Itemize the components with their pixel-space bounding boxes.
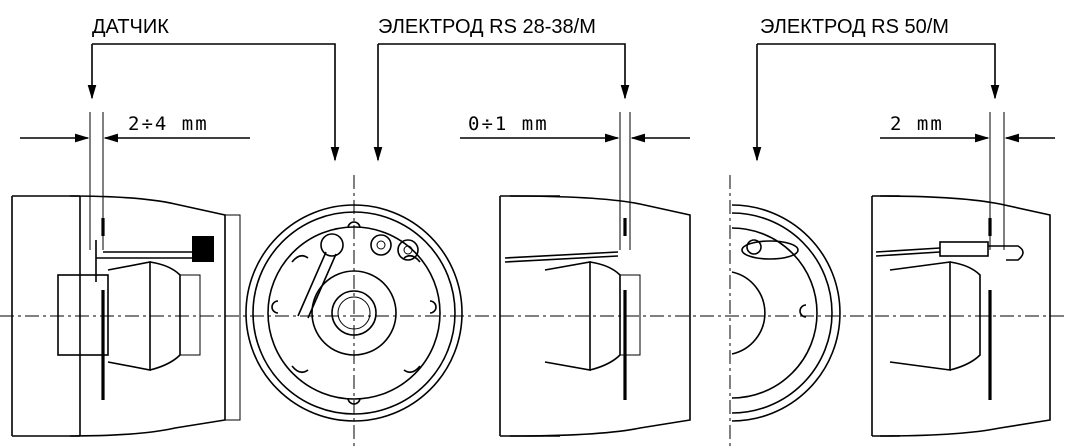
electrode-28-38-label: ЭЛЕКТРОД RS 28-38/M: [378, 16, 596, 38]
sensor-side-view: [11, 195, 241, 437]
electrode-50-leaders: [752, 43, 1000, 162]
electrode-50-dimension: 2 mm: [880, 112, 1055, 250]
sensor-leaders: [87, 43, 340, 162]
electrode-28-38-dimension: 0÷1 mm: [460, 112, 690, 250]
electrode-28-38-side-view: [499, 195, 691, 437]
sensor-label: ДАТЧИК: [92, 16, 169, 38]
sensor-gap-value: 2÷4 mm: [128, 113, 209, 135]
electrode-50-side-view: [871, 195, 1051, 437]
burner-front-view: [245, 175, 463, 447]
sensor-dimension: 2÷4 mm: [20, 112, 250, 250]
electrode-28-38-gap-value: 0÷1 mm: [468, 113, 549, 135]
electrode-28-38-leaders: [373, 43, 630, 162]
electrode-50-label: ЭЛЕКТРОД RS 50/M: [760, 16, 949, 38]
electrode-50-gap-value: 2 mm: [890, 113, 944, 135]
electrode-50-front-view: [729, 175, 841, 447]
